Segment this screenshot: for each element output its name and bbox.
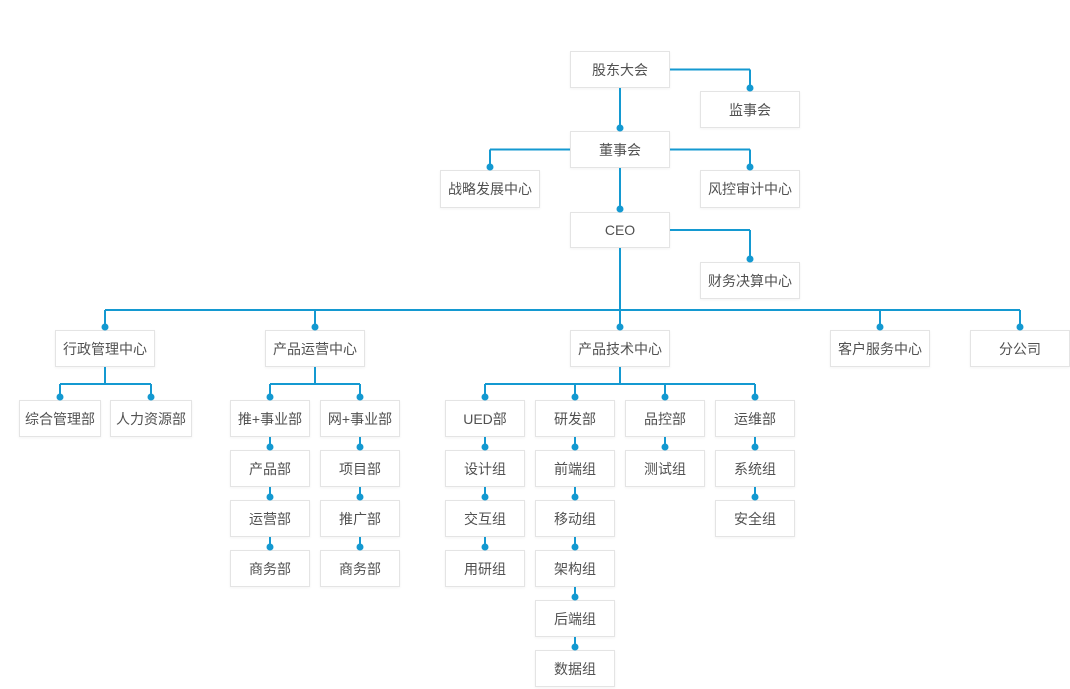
org-node-maintenance-dept: 运维部 (715, 400, 795, 437)
org-node-shareholders: 股东大会 (570, 51, 670, 88)
org-node-product-dept: 产品部 (230, 450, 310, 487)
org-node-admin-center: 行政管理中心 (55, 330, 155, 367)
org-node-finance-center: 财务决算中心 (700, 262, 800, 299)
org-node-service-center: 客户服务中心 (830, 330, 930, 367)
org-node-tui-division: 推+事业部 (230, 400, 310, 437)
org-node-project-dept: 项目部 (320, 450, 400, 487)
org-node-research-group: 用研组 (445, 550, 525, 587)
org-node-supervisory: 监事会 (700, 91, 800, 128)
org-node-data-group: 数据组 (535, 650, 615, 687)
org-node-test-group: 测试组 (625, 450, 705, 487)
org-node-system-group: 系统组 (715, 450, 795, 487)
org-node-arch-group: 架构组 (535, 550, 615, 587)
org-node-tech-center: 产品技术中心 (570, 330, 670, 367)
org-node-security-group: 安全组 (715, 500, 795, 537)
org-node-interaction-group: 交互组 (445, 500, 525, 537)
org-node-board: 董事会 (570, 131, 670, 168)
org-node-mobile-group: 移动组 (535, 500, 615, 537)
org-node-strategy-center: 战略发展中心 (440, 170, 540, 208)
org-node-business-dept-2: 商务部 (320, 550, 400, 587)
org-node-backend-group: 后端组 (535, 600, 615, 637)
org-node-rnd-dept: 研发部 (535, 400, 615, 437)
org-node-branch-company: 分公司 (970, 330, 1070, 367)
org-node-operation-dept: 运营部 (230, 500, 310, 537)
org-node-frontend-group: 前端组 (535, 450, 615, 487)
org-node-risk-audit-center: 风控审计中心 (700, 170, 800, 208)
org-node-design-group: 设计组 (445, 450, 525, 487)
org-node-wang-division: 网+事业部 (320, 400, 400, 437)
org-node-ceo: CEO (570, 212, 670, 248)
org-node-hr-dept: 人力资源部 (110, 400, 192, 437)
org-node-qc-dept: 品控部 (625, 400, 705, 437)
org-node-ued-dept: UED部 (445, 400, 525, 437)
org-node-general-dept: 综合管理部 (19, 400, 101, 437)
org-node-promotion-dept: 推广部 (320, 500, 400, 537)
org-node-business-dept-1: 商务部 (230, 550, 310, 587)
org-node-ops-center: 产品运营中心 (265, 330, 365, 367)
